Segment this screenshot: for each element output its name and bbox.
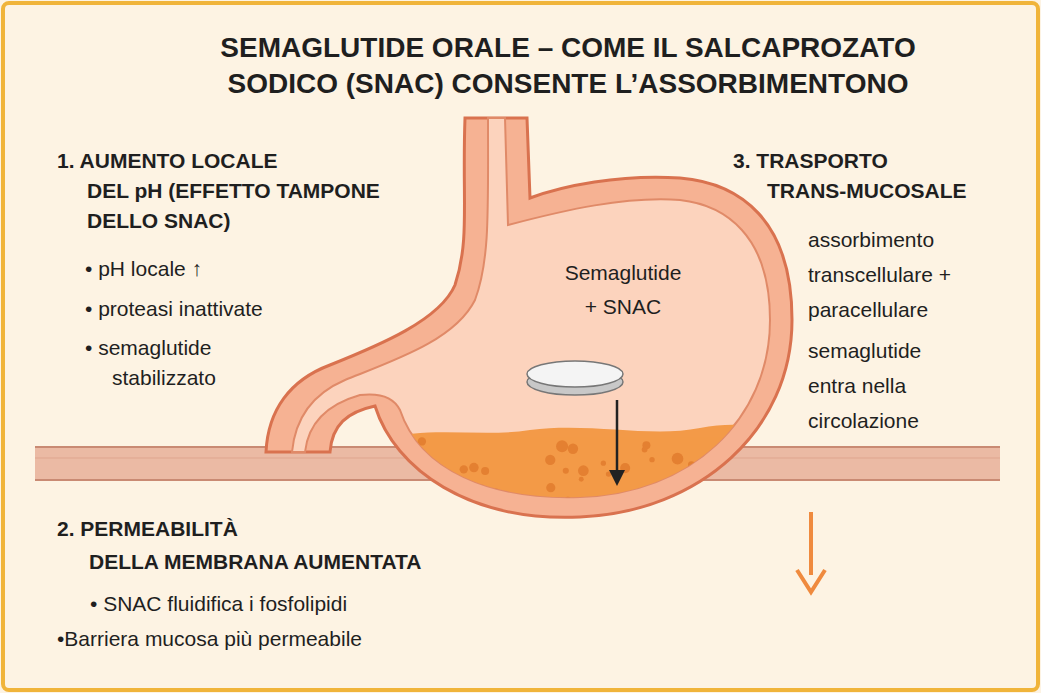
fluid-bubble	[490, 488, 501, 499]
step-heading: 1. AUMENTO LOCALE DEL pH (EFFETTO TAMPON…	[57, 146, 380, 236]
tablet-label: Semaglutide + SNAC	[565, 256, 682, 324]
fluid-bubble	[564, 497, 573, 506]
fluid-bubble	[418, 502, 424, 508]
fluid-bubble	[480, 489, 485, 494]
fluid-bubble	[642, 447, 648, 453]
fluid-bubble	[649, 457, 654, 462]
absorption-arrow	[797, 512, 825, 592]
step-heading: 3. TRASPORTO TRANS-MUCOSALE	[733, 146, 967, 206]
bullet-item: • SNAC fluidifica i fosfolipidi	[90, 590, 347, 618]
bullet-item: • semaglutide stabilizzato	[85, 333, 216, 393]
step-heading: 2. PERMEABILITÀ DELLA MEMBRANA AUMENTATA	[57, 512, 421, 578]
gastric-fluid	[380, 425, 790, 520]
fluid-bubble	[479, 484, 484, 489]
fluid-bubble	[556, 440, 568, 452]
step-text: assorbimento transcellulare + paracellul…	[808, 222, 951, 327]
fluid-bubble	[416, 497, 425, 506]
fluid-bubble	[469, 463, 478, 472]
fluid-bubble	[545, 455, 555, 465]
fluid-bubble	[672, 453, 684, 465]
bullet-item: •Barriera mucosa più permeabile	[57, 625, 362, 653]
fluid-bubble	[460, 465, 468, 473]
fluid-bubble	[677, 481, 685, 489]
fluid-bubble	[645, 498, 651, 504]
step-text: semaglutide entra nella circolazione	[808, 333, 921, 438]
fluid-bubble	[568, 444, 578, 454]
title: SEMAGLUTIDE ORALE – COME IL SALCAPROZATO…	[220, 30, 915, 102]
fluid-bubble	[732, 470, 738, 476]
fluid-bubble	[445, 485, 455, 495]
fluid-bubble	[563, 468, 569, 474]
fluid-bubble	[546, 483, 555, 492]
fluid-bubble	[404, 500, 416, 512]
fluid-bubble	[396, 459, 403, 466]
frame	[3, 3, 1038, 690]
fluid-bubble	[431, 465, 443, 477]
fluid-bubble	[688, 461, 695, 468]
bullet-item: • pH locale ↑	[85, 255, 202, 283]
bullet-item: • proteasi inattivate	[85, 295, 263, 323]
fluid-bubble	[388, 461, 397, 470]
fluid-bubble	[601, 461, 606, 466]
tablet-arrow	[609, 400, 625, 486]
fluid-bubble	[737, 456, 741, 460]
fluid-bubble	[711, 496, 716, 501]
fluid-bubble	[712, 450, 716, 454]
fluid-bubble	[578, 465, 589, 476]
fluid-bubble	[762, 499, 773, 510]
fluid-bubble	[418, 437, 426, 445]
fluid-bubble	[579, 477, 584, 482]
fluid-bubble	[481, 467, 489, 475]
fluid-bubble	[759, 459, 767, 467]
fluid-bubble	[771, 468, 777, 474]
tablet	[527, 361, 623, 395]
